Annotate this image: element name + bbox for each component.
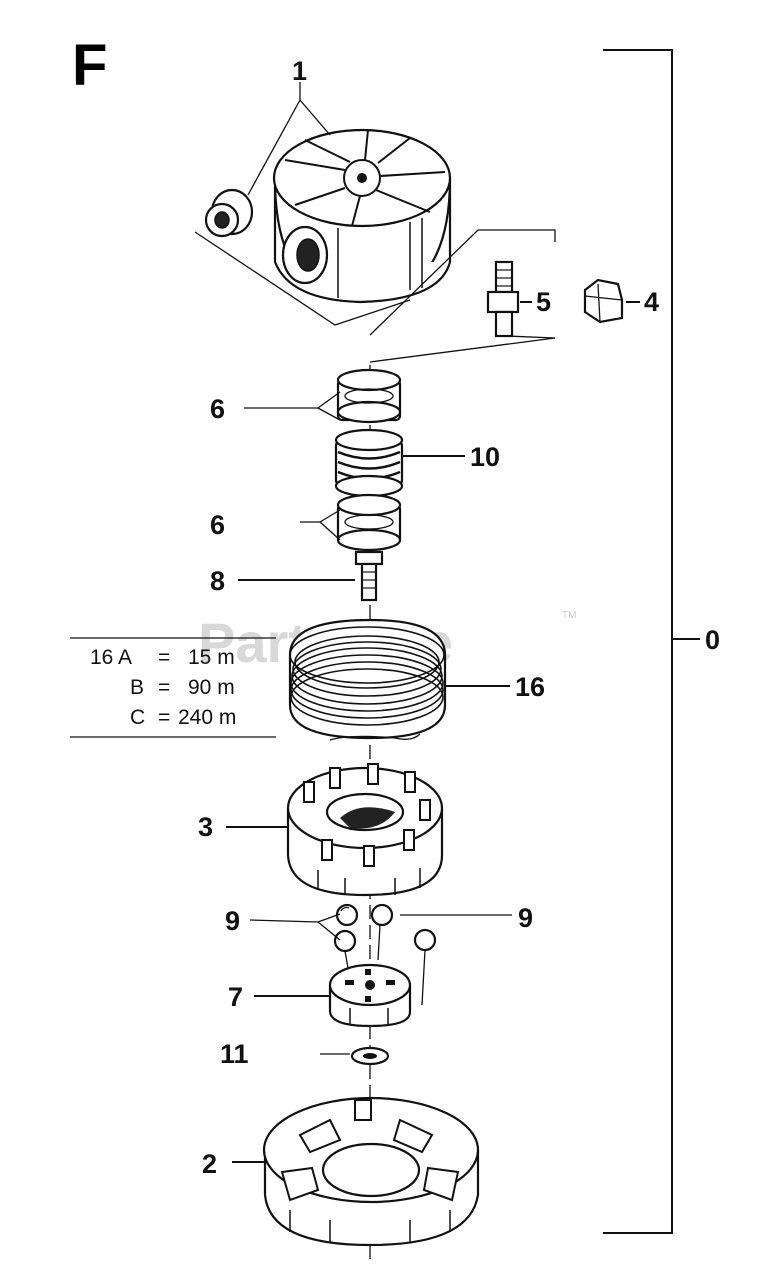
leader-9-left <box>249 919 341 941</box>
spec-val-b: 90 m <box>188 676 235 699</box>
part-6-upper-bearing <box>336 368 402 424</box>
callout-8: 8 <box>210 566 225 596</box>
part-4-nut <box>583 278 624 324</box>
callout-9-right: 9 <box>518 903 533 933</box>
spec-key-c: C <box>130 706 145 729</box>
callout-7: 7 <box>228 982 243 1012</box>
leader-1 <box>194 82 556 336</box>
part-6-lower-bearing <box>336 493 402 552</box>
spec-eq-a: = <box>158 646 170 669</box>
part-5-stud <box>486 260 520 338</box>
part-8-bolt <box>354 550 384 602</box>
spec-eq-b: = <box>158 676 170 699</box>
spec-key-a: 16 A <box>90 646 132 669</box>
leader-5-to-6 <box>369 335 556 363</box>
callout-6-lower: 6 <box>210 510 225 540</box>
callout-1: 1 <box>292 56 307 86</box>
part-16-line-coil <box>288 618 447 741</box>
spec-val-a: 15 m <box>188 646 235 669</box>
part-3-spool <box>286 763 444 897</box>
leader-6a <box>244 391 341 409</box>
part-10-spring <box>334 428 404 498</box>
callout-0: 0 <box>705 625 720 655</box>
callout-9-left: 9 <box>225 906 240 936</box>
spec-val-c: 240 m <box>178 706 236 729</box>
callout-5: 5 <box>536 287 551 317</box>
part-9-balls <box>333 903 437 953</box>
part-7-hub <box>328 963 412 1028</box>
part-1-nut <box>204 188 254 238</box>
line-spec-box: 16 A = 15 m B = 90 m C = 240 m <box>70 637 276 738</box>
callout-2: 2 <box>202 1149 217 1179</box>
callout-16: 16 <box>515 672 545 702</box>
part-11-washer <box>350 1046 390 1066</box>
assembly-bracket <box>603 49 673 1234</box>
leader-6b <box>300 509 341 523</box>
callout-11: 11 <box>220 1039 249 1069</box>
callout-6-upper: 6 <box>210 394 225 424</box>
watermark-trademark: TM <box>562 610 576 621</box>
callout-3: 3 <box>198 812 213 842</box>
part-2-bottom-cover <box>262 1096 480 1247</box>
part-1-cover <box>272 128 452 304</box>
section-letter: F <box>72 33 107 98</box>
spec-key-b: B <box>130 676 144 699</box>
callout-4: 4 <box>644 287 659 317</box>
callout-10: 10 <box>470 442 500 472</box>
spec-eq-c: = <box>158 706 170 729</box>
